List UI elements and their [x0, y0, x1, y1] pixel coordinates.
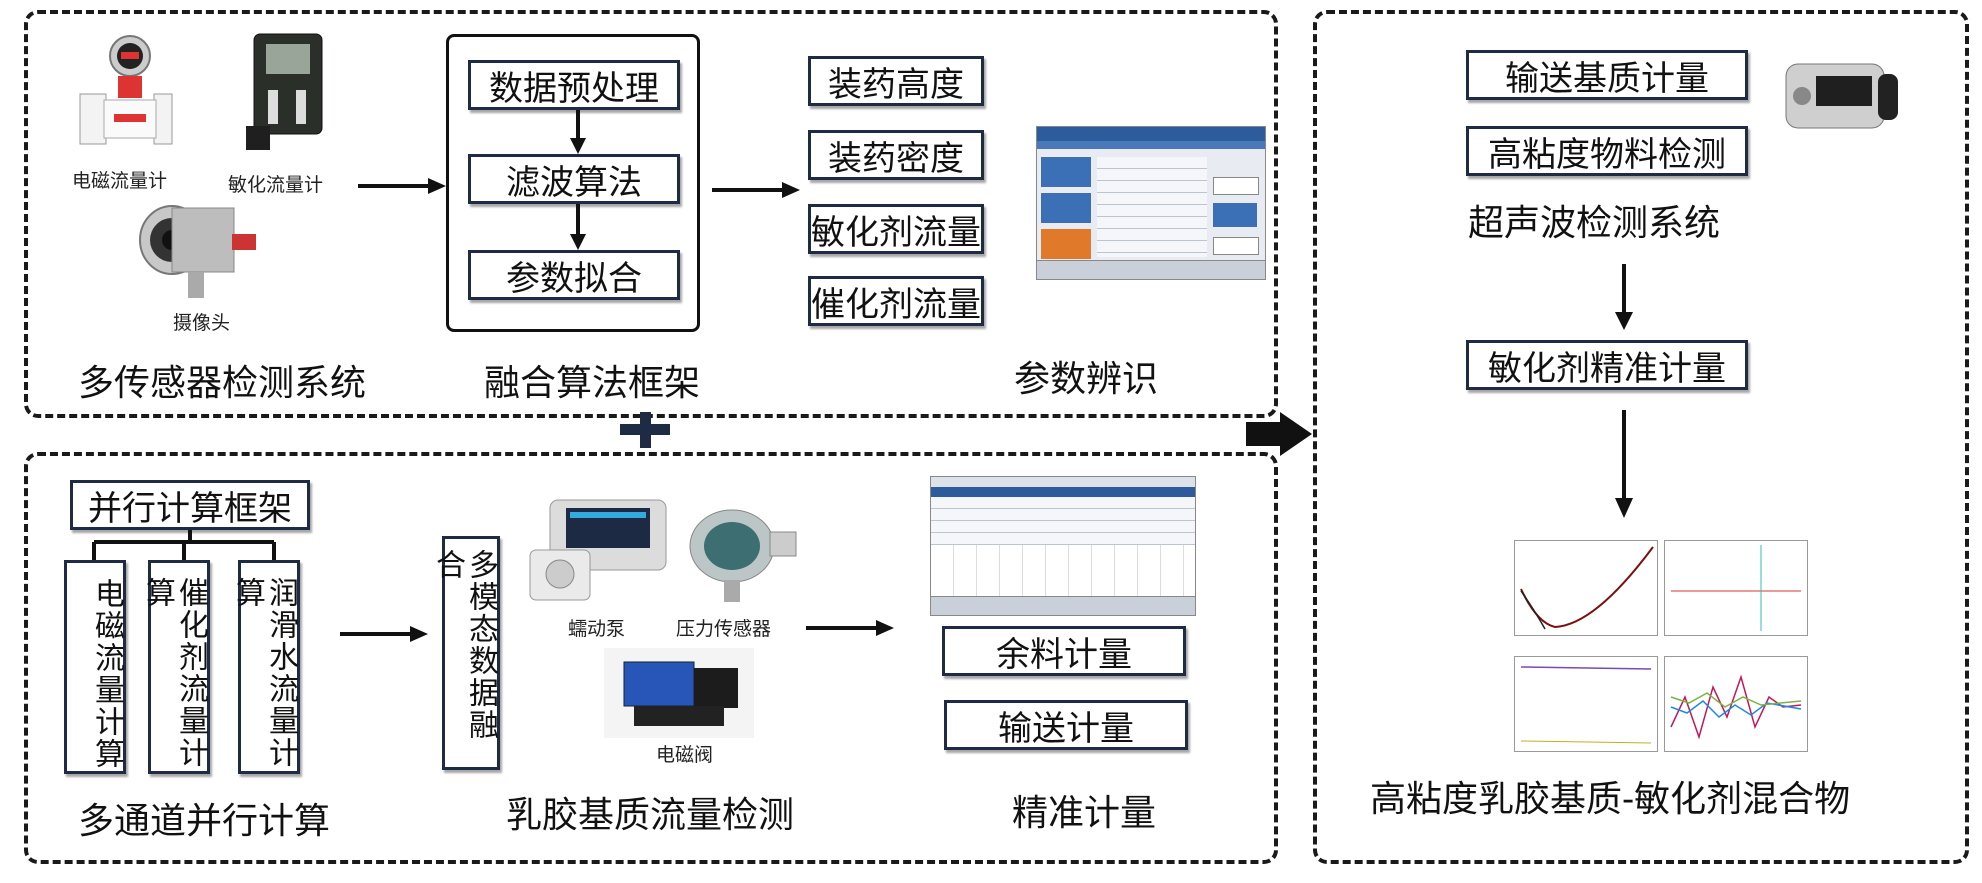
em-flowmeter-label: 电磁流量计	[72, 170, 168, 192]
sens-flowmeter-label: 敏化流量计	[228, 174, 324, 196]
plot-top-left	[1514, 540, 1658, 636]
camera-label: 摄像头	[173, 312, 231, 334]
pump-label: 蠕动泵	[568, 618, 626, 640]
mixture-title: 高粘度乳胶基质-敏化剂混合物	[1370, 779, 1851, 820]
arrow-fusion-to-params	[712, 182, 800, 198]
right-item-transport-metering: 输送基质计量	[1466, 50, 1748, 100]
ultrasonic-system-title: 超声波检测系统	[1468, 203, 1721, 244]
metering-transport: 输送计量	[944, 700, 1188, 750]
metering-remainder: 余料计量	[942, 626, 1186, 676]
latex-title: 乳胶基质流量检测	[506, 795, 795, 836]
arrow-preprocess-to-filter	[570, 110, 586, 154]
plot-bottom-left	[1514, 656, 1658, 752]
ultrasonic-device-image	[1785, 63, 1898, 129]
right-item-viscous-detection: 高粘度物料检测	[1466, 126, 1748, 176]
pressure-sensor-label: 压力传感器	[676, 618, 772, 640]
param-catalyst-flow: 催化剂流量	[808, 276, 984, 326]
panel-top-left	[24, 10, 1278, 418]
sensor-system-title: 多传感器检测系统	[78, 363, 367, 404]
fusion-framework-frame	[446, 34, 700, 332]
parallel-title: 多通道并行计算	[78, 801, 331, 842]
param-charge-height: 装药高度	[808, 56, 984, 106]
sens-flowmeter-image	[246, 33, 323, 150]
fusion-step-preprocess: 数据预处理	[468, 60, 680, 110]
arrow-parallel-to-fusion	[340, 626, 428, 642]
fusion-step-fit: 参数拟合	[468, 250, 680, 300]
column-water-flow: 润滑水流量计算	[230, 560, 300, 774]
pump-image	[529, 499, 667, 601]
column-em-flow: 电磁流量计算	[64, 560, 126, 774]
panel-right	[1313, 10, 1969, 864]
param-charge-density: 装药密度	[808, 130, 984, 180]
plus-icon-vertical	[640, 412, 651, 448]
arrow-filter-to-fit	[570, 204, 586, 250]
param-sensitizer-flow: 敏化剂流量	[808, 204, 984, 254]
arrow-latex-to-metering	[806, 620, 894, 636]
solenoid-valve-label: 电磁阀	[656, 744, 714, 766]
plot-bottom-right	[1664, 656, 1808, 752]
arrow-precise-to-plots	[1615, 410, 1633, 518]
arrow-sensors-to-fusion	[358, 178, 446, 194]
metering-title: 精准计量	[1012, 793, 1157, 834]
arrow-ultrasonic-to-precise	[1615, 264, 1633, 330]
parallel-framework-header: 并行计算框架	[70, 480, 310, 530]
precise-sensitizer-metering: 敏化剂精准计量	[1466, 340, 1748, 390]
em-flowmeter-image	[79, 35, 173, 145]
fusion-title: 融合算法框架	[484, 363, 701, 404]
params-title: 参数辨识	[1014, 359, 1159, 400]
big-right-arrow-icon	[1246, 412, 1312, 456]
column-catalyst-flow: 催化剂流量计算	[140, 560, 210, 774]
pressure-sensor-image	[689, 509, 797, 602]
hmi-screenshot-top	[1036, 126, 1266, 280]
solenoid-valve-image	[604, 648, 754, 738]
fusion-step-filter: 滤波算法	[468, 154, 680, 204]
tree-connector	[92, 530, 276, 560]
panel-bottom-left	[24, 452, 1278, 864]
plot-top-right	[1664, 540, 1808, 636]
multimodal-fusion-box: 多模态数据融合	[430, 536, 500, 770]
camera-image	[139, 205, 256, 298]
history-screenshot	[930, 476, 1196, 616]
